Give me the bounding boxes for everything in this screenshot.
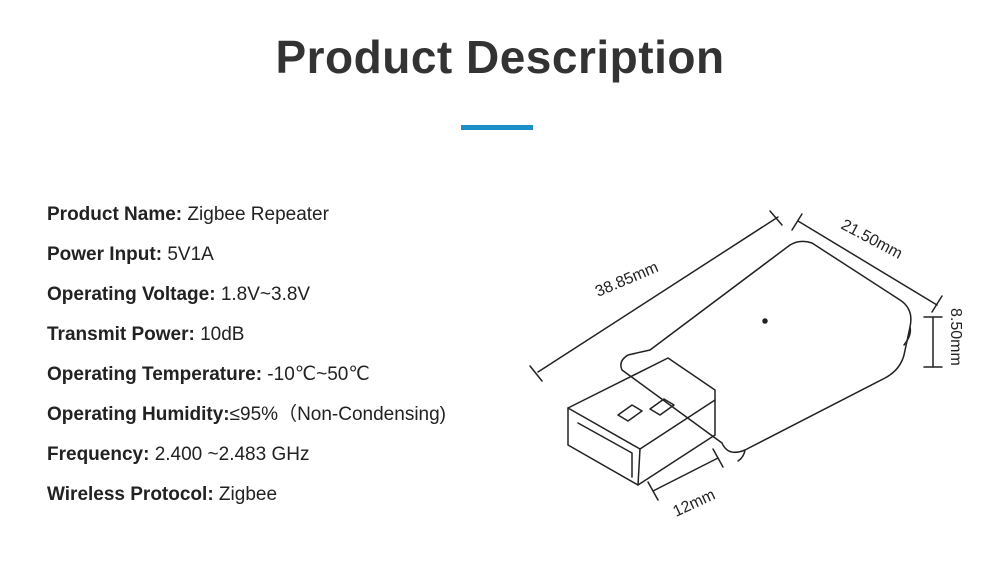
spec-label: Frequency: (47, 444, 150, 465)
dimension-height-line (923, 316, 943, 368)
spec-row-product-name: Product Name: Zigbee Repeater (47, 205, 446, 245)
spec-row-operating-humidity: Operating Humidity:≤95%（Non-Condensing) (47, 405, 446, 445)
spec-label: Power Input: (47, 244, 163, 265)
dimension-length-line (529, 210, 783, 382)
dimension-length-label: 38.85mm (593, 259, 661, 301)
spec-label: Product Name: (47, 204, 183, 225)
spec-row-transmit-power: Transmit Power: 10dB (47, 325, 446, 365)
spec-label: Operating Humidity: (47, 404, 230, 425)
dimension-width-line (791, 213, 943, 313)
led-indicator-icon (762, 318, 768, 324)
page-title: Product Description (275, 31, 725, 83)
spec-label: Operating Voltage: (47, 284, 216, 305)
dimension-plug-line (647, 448, 724, 501)
spec-list: Product Name: Zigbee Repeater Power Inpu… (47, 205, 446, 525)
spec-row-wireless-protocol: Wireless Protocol: Zigbee (47, 485, 446, 525)
spec-value: 10dB (194, 324, 245, 345)
spec-value: 1.8V~3.8V (215, 284, 311, 305)
spec-label: Transmit Power: (47, 324, 195, 345)
spec-value: 2.400 ~2.483 GHz (149, 444, 310, 465)
spec-value: Zigbee Repeater (182, 204, 329, 225)
spec-row-operating-temperature: Operating Temperature: -10℃~50℃ (47, 365, 446, 405)
dimension-width-label: 21.50mm (838, 217, 905, 263)
spec-row-operating-voltage: Operating Voltage: 1.8V~3.8V (47, 285, 446, 325)
spec-label: Operating Temperature: (47, 364, 263, 385)
spec-label: Wireless Protocol: (47, 484, 214, 505)
spec-value: -10℃~50℃ (262, 364, 370, 385)
dongle-body (620, 240, 912, 462)
usb-plug (567, 357, 716, 486)
spec-value: ≤95%（Non-Condensing) (229, 404, 447, 425)
spec-value: 5V1A (162, 244, 214, 265)
title-accent-bar (461, 125, 533, 130)
dimension-height-label: 8.50mm (947, 308, 964, 366)
dimension-plug-label: 12mm (671, 486, 718, 520)
spec-value: Zigbee (213, 484, 278, 505)
spec-row-frequency: Frequency: 2.400 ~2.483 GHz (47, 445, 446, 485)
spec-row-power-input: Power Input: 5V1A (47, 245, 446, 285)
dongle-dimension-drawing: 38.85mm 21.50mm 8.50mm 12mm (529, 210, 964, 521)
